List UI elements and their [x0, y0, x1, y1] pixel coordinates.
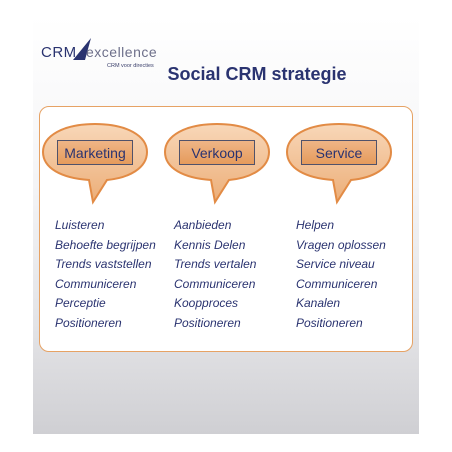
marketing-speech-bubble: Marketing	[39, 120, 151, 206]
service-column: Helpen Vragen oplossen Service niveau Co…	[296, 216, 416, 334]
list-item: Aanbieden	[174, 218, 232, 232]
list-item: Service niveau	[296, 257, 375, 272]
list-item: Trends vaststellen	[55, 257, 152, 272]
list-item: Behoefte begrijpen	[55, 237, 156, 252]
service-speech-bubble: Service	[283, 120, 395, 206]
logo-swoosh-icon	[73, 38, 91, 60]
marketing-column: Luisteren Behoefte begrijpen Trends vast…	[55, 216, 175, 334]
logo-crm-text: CRM	[41, 44, 77, 61]
list-item: Koopproces	[174, 296, 239, 311]
verkoop-heading: Verkoop	[179, 140, 255, 165]
list-item: Communiceren	[55, 276, 137, 291]
list-item: Communiceren	[296, 276, 378, 291]
list-item: Positioneren	[174, 315, 241, 330]
verkoop-speech-bubble: Verkoop	[161, 120, 273, 206]
marketing-heading: Marketing	[57, 140, 133, 165]
slide-title: Social CRM strategie	[167, 64, 347, 84]
logo-excellence-text: excellence	[86, 44, 158, 60]
list-item: Luisteren	[55, 218, 105, 232]
list-item: Helpen	[296, 218, 335, 232]
list-item: Perceptie	[55, 296, 106, 311]
crm-excellence-logo: CRM excellence CRM voor directies	[41, 36, 211, 88]
list-item: Positioneren	[296, 315, 363, 330]
list-item: Trends vertalen	[174, 257, 257, 272]
list-item: Kennis Delen	[174, 237, 246, 252]
list-item: Positioneren	[55, 315, 122, 330]
slide: CRM excellence CRM voor directies Social…	[33, 16, 419, 434]
list-item: Kanalen	[296, 296, 341, 311]
list-item: Vragen oplossen	[296, 237, 386, 252]
verkoop-column: Aanbieden Kennis Delen Trends vertalen C…	[174, 216, 294, 334]
logo-tagline: CRM voor directies	[107, 63, 154, 69]
service-heading: Service	[301, 140, 377, 165]
list-item: Communiceren	[174, 276, 256, 291]
